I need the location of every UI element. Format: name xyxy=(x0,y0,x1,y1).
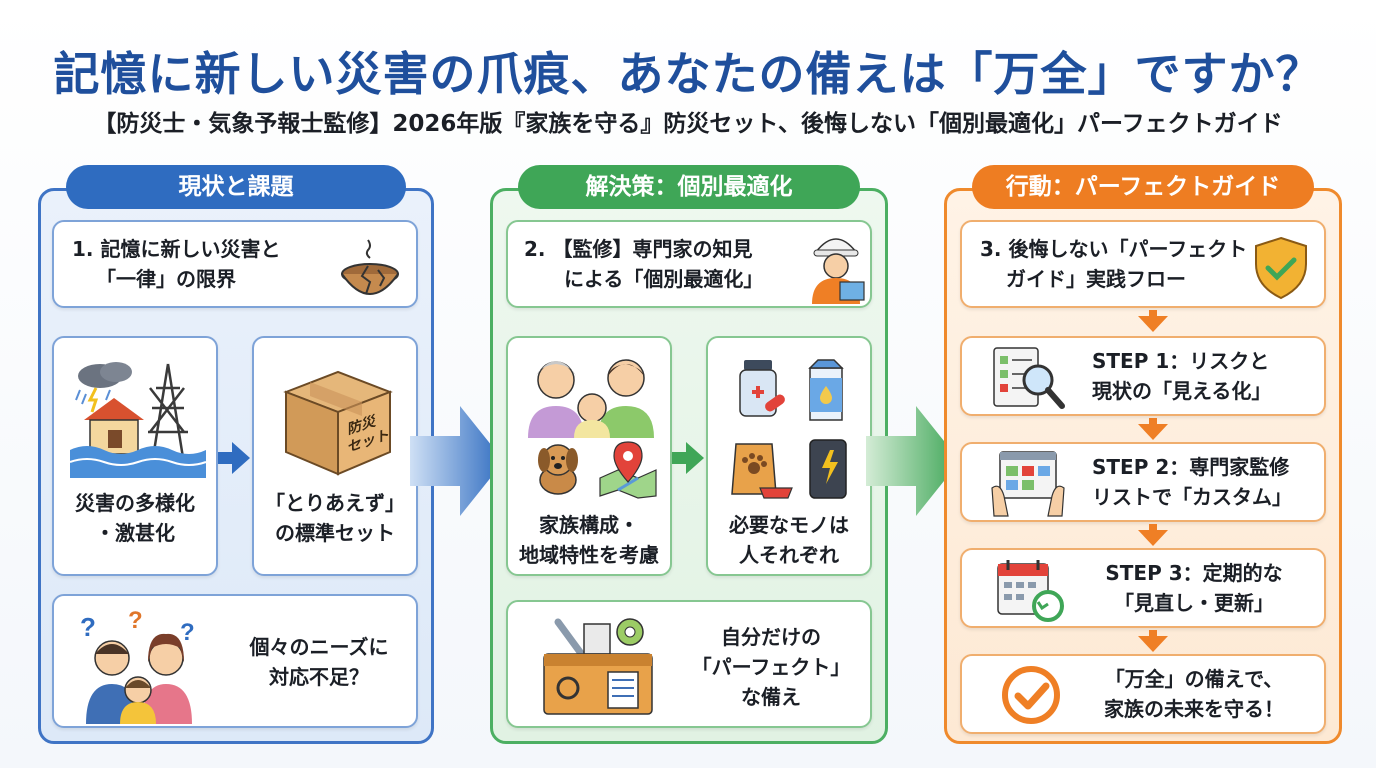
svg-text:?: ? xyxy=(80,612,96,642)
toolbox-icon xyxy=(543,618,653,715)
step2-line2: リストで「カスタム」 xyxy=(1092,485,1292,509)
disaster-diversity-line2: ・激甚化 xyxy=(95,521,175,545)
disaster-diversity-card: 災害の多様化 ・激甚化 xyxy=(52,336,218,576)
disaster-diversity-line1: 災害の多様化 xyxy=(75,491,195,515)
standard-set-card: 防災 セット 「とりあえず」 の標準セット xyxy=(252,336,418,576)
family-region-card: 家族構成・ 地域特性を考慮 xyxy=(506,336,672,576)
right-arrow-icon xyxy=(218,442,250,474)
down-arrow-icon xyxy=(1138,530,1168,546)
perfect-prep-line2: 「パーフェクト」 xyxy=(691,655,851,679)
step3-line1: STEP 3：定期的な xyxy=(1105,561,1283,585)
medicine-bottle-icon xyxy=(739,360,785,417)
calendar-refresh-icon xyxy=(997,560,1064,622)
confused-family-icon: ? ? ? xyxy=(80,607,195,724)
water-pack-icon xyxy=(808,359,844,421)
cracked-earth-icon xyxy=(341,239,399,295)
standard-set-line1: 「とりあえず」 xyxy=(265,491,405,515)
flow-connector xyxy=(1149,418,1157,426)
family-region-line1: 家族構成・ xyxy=(539,513,639,537)
step1-line2: 現状の「見える化」 xyxy=(1092,379,1272,403)
flow-connector xyxy=(1149,310,1157,318)
step2-card: STEP 2：専門家監修 リストで「カスタム」 xyxy=(960,442,1326,522)
individual-needs-card: ? ? ? 個々のニーズに 対応不足？ xyxy=(52,594,418,728)
individual-needs-line1: 個々のニーズに xyxy=(249,635,389,659)
perfect-prep-line3: な備え xyxy=(741,685,801,709)
cardboard-box-icon xyxy=(283,370,393,476)
map-pin-icon xyxy=(599,441,657,499)
problem-heading-line2: 「一律」の限界 xyxy=(96,267,236,291)
page-subtitle: 【防災士・気象予報士監修】2026年版『家族を守る』防災セット、後悔しない「個別… xyxy=(93,111,1283,137)
solution-heading-line2: による「個別最適化」 xyxy=(564,267,764,291)
needs-vary-line2: 人それぞれ xyxy=(739,543,839,567)
flow-connector xyxy=(1149,524,1157,532)
action-column-header: 行動：パーフェクトガイド xyxy=(972,165,1314,209)
flow-arrow-blue-to-green xyxy=(410,406,504,516)
page-title: 記憶に新しい災害の爪痕、あなたの備えは「万全」ですか？ xyxy=(53,47,1323,101)
solution-heading-line1: 2. 【監修】専門家の知見 xyxy=(524,237,753,261)
needs-vary-card: 必要なモノは 人それぞれ xyxy=(706,336,872,576)
step3-card: STEP 3：定期的な 「見直し・更新」 xyxy=(960,548,1326,628)
battery-icon xyxy=(809,439,847,499)
final-goal-line1: 「万全」の備えで、 xyxy=(1104,667,1284,691)
step2-line1: STEP 2：専門家監修 xyxy=(1092,455,1290,479)
perfect-prep-card: 自分だけの 「パーフェクト」 な備え xyxy=(506,600,872,728)
problem-column-header: 現状と課題 xyxy=(66,165,406,209)
problem-heading-line1: 1. 記憶に新しい災害と xyxy=(72,237,281,261)
svg-text:?: ? xyxy=(128,607,143,634)
family-region-line2: 地域特性を考慮 xyxy=(519,543,659,567)
down-arrow-icon xyxy=(1138,424,1168,440)
action-heading-line2: ガイド」実践フロー xyxy=(1006,267,1186,291)
solution-heading-card: 2. 【監修】専門家の知見 による「個別最適化」 xyxy=(506,220,872,308)
perfect-prep-line1: 自分だけの xyxy=(721,625,821,649)
check-circle-icon xyxy=(1002,666,1060,724)
final-goal-card: 「万全」の備えで、 家族の未来を守る！ xyxy=(960,654,1326,734)
action-heading-card: 3. 後悔しない「パーフェクト ガイド」実践フロー xyxy=(960,220,1326,308)
step3-line2: 「見直し・更新」 xyxy=(1114,591,1274,615)
down-arrow-icon xyxy=(1138,636,1168,652)
needs-vary-line1: 必要なモノは xyxy=(729,513,849,537)
individual-needs-line2: 対応不足？ xyxy=(269,665,369,689)
step1-line1: STEP 1：リスクと xyxy=(1092,349,1270,373)
problem-heading-card: 1. 記憶に新しい災害と 「一律」の限界 xyxy=(52,220,418,308)
standard-set-line2: の標準セット xyxy=(275,521,395,545)
right-arrow-icon-green xyxy=(672,442,704,474)
down-arrow-icon xyxy=(1138,316,1168,332)
final-goal-line2: 家族の未来を守る！ xyxy=(1104,697,1284,721)
magnifier-checklist-icon xyxy=(993,347,1065,409)
action-heading-line1: 3. 後悔しない「パーフェクト xyxy=(980,237,1248,261)
tablet-checklist-icon xyxy=(991,451,1065,517)
storm-house-icon xyxy=(69,362,207,478)
flow-arrow-green-to-orange xyxy=(866,406,960,516)
dog-icon xyxy=(538,444,578,495)
pet-food-icon xyxy=(731,443,793,499)
expert-icon xyxy=(812,238,865,304)
flow-connector xyxy=(1149,630,1157,638)
family-icon xyxy=(528,359,654,438)
step1-card: STEP 1：リスクと 現状の「見える化」 xyxy=(960,336,1326,416)
solution-column-header: 解決策：個別最適化 xyxy=(518,165,860,209)
svg-text:?: ? xyxy=(180,619,195,646)
shield-check-icon xyxy=(1255,236,1307,300)
